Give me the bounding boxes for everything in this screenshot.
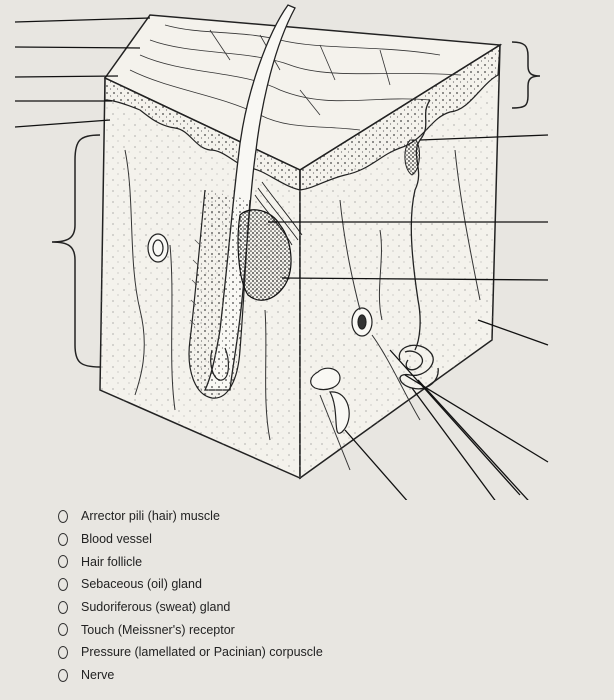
skin-cross-section-diagram	[14, 4, 549, 500]
right-leader-lines	[268, 134, 549, 500]
option-blood-vessel[interactable]: Blood vessel	[58, 528, 323, 551]
option-pressure-corpuscle[interactable]: Pressure (lamellated or Pacinian) corpus…	[58, 641, 323, 664]
epidermis-bracket	[511, 41, 541, 109]
radio-circle-icon[interactable]	[58, 555, 68, 569]
radio-circle-icon[interactable]	[58, 532, 68, 546]
nerve-fibers	[124, 149, 481, 471]
option-label: Sudoriferous (sweat) gland	[81, 600, 231, 615]
option-label: Pressure (lamellated or Pacinian) corpus…	[81, 645, 323, 660]
option-sebaceous-gland[interactable]: Sebaceous (oil) gland	[58, 573, 323, 596]
option-label: Touch (Meissner's) receptor	[81, 622, 235, 637]
radio-circle-icon[interactable]	[58, 509, 68, 523]
radio-circle-icon[interactable]	[58, 577, 68, 591]
pressure-corpuscle	[147, 233, 373, 434]
option-sudoriferous-gland[interactable]: Sudoriferous (sweat) gland	[58, 596, 323, 619]
option-label: Sebaceous (oil) gland	[81, 577, 202, 592]
radio-circle-icon[interactable]	[58, 623, 68, 637]
radio-circle-icon[interactable]	[58, 600, 68, 614]
left-leader-lines	[14, 17, 151, 128]
option-label: Blood vessel	[81, 532, 152, 547]
option-arrector-pili[interactable]: Arrector pili (hair) muscle	[58, 505, 323, 528]
option-nerve[interactable]: Nerve	[58, 664, 323, 687]
radio-circle-icon[interactable]	[58, 668, 68, 682]
option-label: Hair follicle	[81, 554, 143, 569]
option-label: Nerve	[81, 668, 115, 683]
option-touch-receptor[interactable]: Touch (Meissner's) receptor	[58, 618, 323, 641]
option-label: Arrector pili (hair) muscle	[81, 509, 220, 524]
sebaceous-gland	[237, 209, 292, 301]
arrector-pili-muscle	[254, 181, 303, 246]
radio-circle-icon[interactable]	[58, 645, 68, 659]
option-hair-follicle[interactable]: Hair follicle	[58, 550, 323, 573]
dermis-bracket	[51, 134, 101, 368]
answer-options: Arrector pili (hair) muscle Blood vessel…	[58, 505, 323, 687]
touch-receptor	[404, 139, 420, 176]
